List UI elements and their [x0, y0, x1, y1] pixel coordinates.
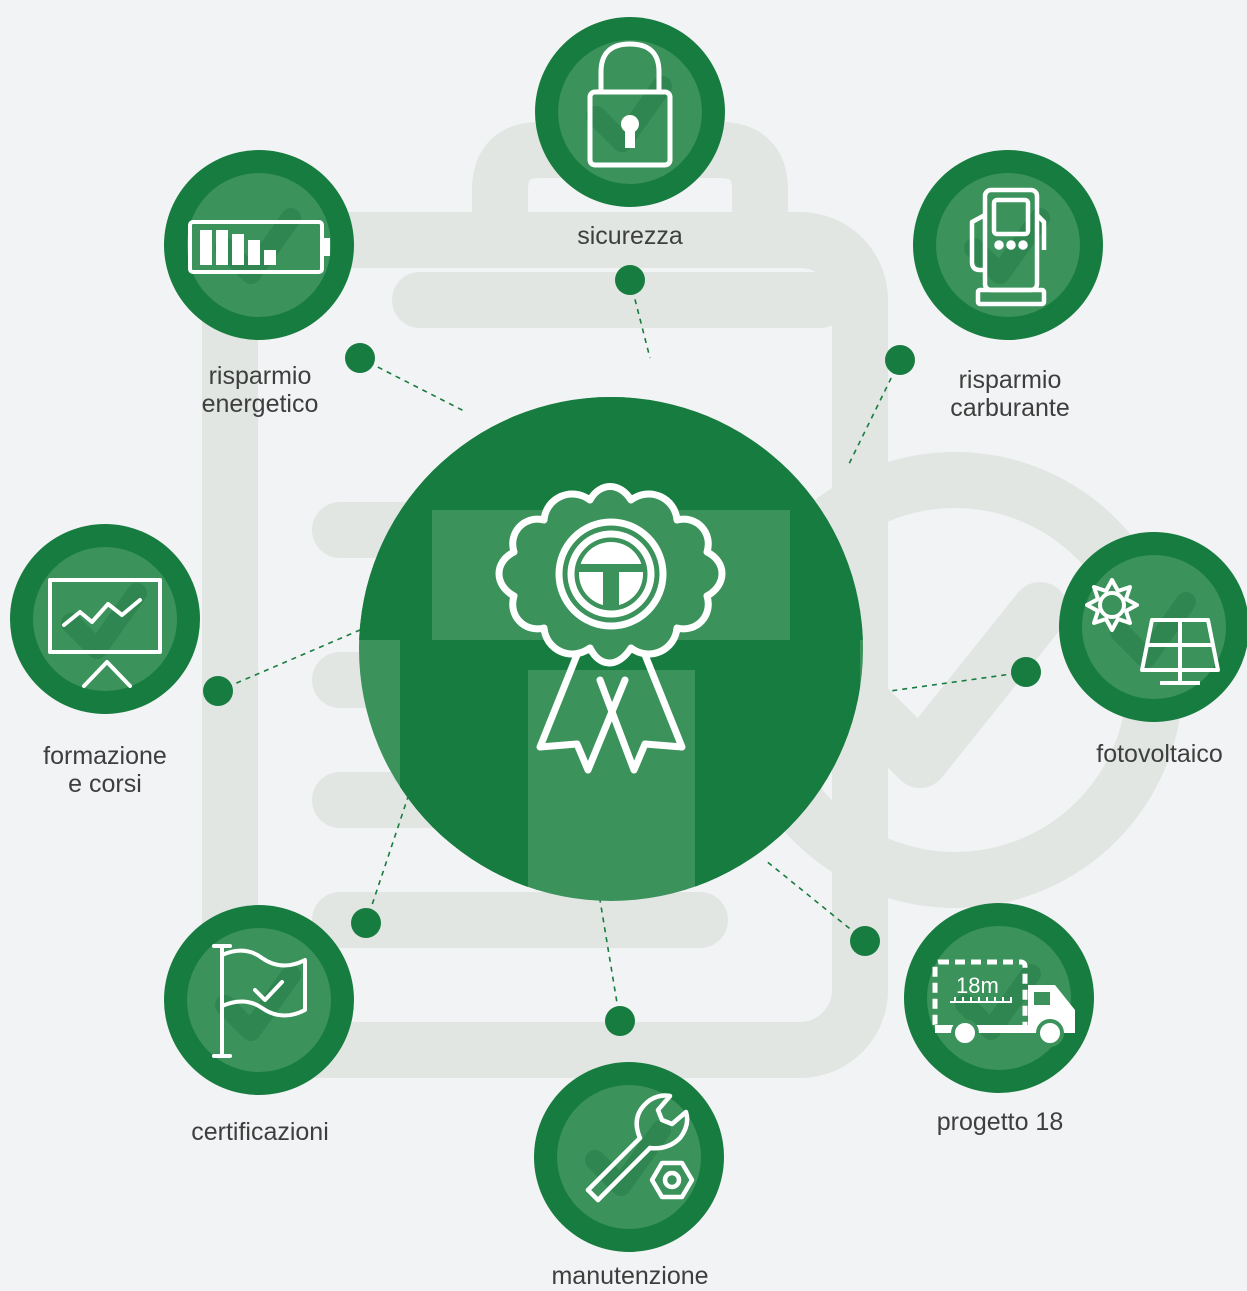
label-line: progetto 18: [936, 1108, 1064, 1136]
label-formazione: formazione e corsi: [20, 742, 190, 798]
award-rosette-icon: [495, 483, 726, 774]
node-certificazioni: [164, 905, 354, 1095]
label-fotovoltaico: fotovoltaico: [1077, 740, 1242, 768]
connector-energetico: [359, 357, 467, 413]
connector-dots: [203, 265, 1041, 1036]
label-line: sicurezza: [577, 222, 683, 250]
label-manutenzione: manutenzione: [530, 1262, 730, 1290]
node-sicurezza: [535, 17, 725, 207]
presentation-chart-icon: [48, 578, 162, 688]
label-certificazioni: certificazioni: [170, 1118, 350, 1146]
label-sicurezza: sicurezza: [560, 222, 700, 250]
solar-panel-sun-icon: [1085, 578, 1220, 685]
connector-fotovoltaico: [889, 671, 1027, 692]
flag-check-icon: [212, 944, 307, 1058]
node-formazione: [10, 524, 200, 714]
label-line: carburante: [950, 394, 1070, 422]
node-manutenzione: [534, 1062, 724, 1252]
dot-manutenzione: [605, 1006, 635, 1036]
dot-carburante: [885, 345, 915, 375]
label-line: risparmio: [958, 366, 1062, 394]
label-line: energetico: [201, 390, 319, 418]
truck-length-badge: 18m: [956, 973, 999, 998]
wrench-nut-icon: [585, 1093, 695, 1203]
label-line: formazione: [43, 742, 167, 770]
dot-sicurezza: [615, 265, 645, 295]
label-line: fotovoltaico: [1096, 740, 1223, 768]
node-fotovoltaico: [1059, 532, 1247, 722]
battery-level-icon: [188, 220, 330, 274]
label-carburante: risparmio carburante: [930, 366, 1090, 422]
node-progetto18: 18m: [904, 903, 1094, 1093]
fuel-pump-icon: [969, 187, 1047, 307]
truck-18m-icon: 18m: [932, 959, 1075, 1047]
dot-certificazioni: [351, 908, 381, 938]
dot-energetico: [345, 343, 375, 373]
dot-progetto18: [850, 926, 880, 956]
dot-fotovoltaico: [1011, 657, 1041, 687]
label-line: certificazioni: [191, 1118, 329, 1146]
connector-certificazioni: [365, 784, 413, 924]
padlock-icon: [587, 41, 673, 168]
connector-manutenzione: [599, 899, 621, 1022]
dot-formazione: [203, 676, 233, 706]
node-energetico: [164, 150, 354, 340]
label-energetico: risparmio energetico: [180, 362, 340, 418]
t-logo-icon: [579, 542, 643, 606]
connector-progetto18: [764, 859, 866, 942]
label-line: risparmio: [208, 362, 312, 390]
label-line: manutenzione: [551, 1262, 709, 1290]
node-carburante: [913, 150, 1103, 340]
label-progetto18: progetto 18: [920, 1108, 1080, 1136]
label-line: e corsi: [68, 770, 142, 798]
